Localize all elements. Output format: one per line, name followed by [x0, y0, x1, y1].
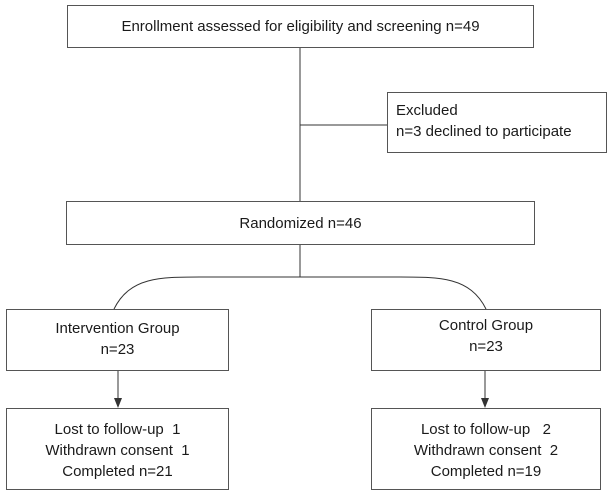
- intervention-completed: Completed n=21: [62, 463, 173, 480]
- control-title: Control Group: [438, 317, 534, 334]
- control-completed: Completed n=19: [430, 463, 542, 480]
- excluded-box: Excluded n=3 declined to participate: [387, 92, 607, 153]
- intervention-arrowhead: [114, 398, 122, 408]
- randomized-text: Randomized n=46: [239, 215, 362, 232]
- randomized-box: Randomized n=46: [66, 201, 535, 245]
- control-group-box: Control Group n=23: [371, 309, 601, 371]
- control-withdrawn: Withdrawn consent 2: [413, 442, 559, 459]
- split-arc: [113, 276, 487, 310]
- control-lost: Lost to follow-up 2: [420, 421, 552, 438]
- intervention-count: n=23: [100, 341, 135, 358]
- excluded-title: Excluded: [396, 102, 458, 119]
- intervention-outcome-box: Lost to follow-up 1 Withdrawn consent 1 …: [6, 408, 229, 490]
- control-count: n=23: [469, 338, 503, 355]
- control-outcome-box: Lost to follow-up 2 Withdrawn consent 2 …: [371, 408, 601, 490]
- intervention-title: Intervention Group: [55, 320, 180, 337]
- enrollment-text: Enrollment assessed for eligibility and …: [121, 18, 480, 35]
- excluded-detail: n=3 declined to participate: [396, 123, 572, 140]
- intervention-group-box: Intervention Group n=23: [6, 309, 229, 371]
- enrollment-box: Enrollment assessed for eligibility and …: [67, 5, 534, 48]
- control-arrowhead: [481, 398, 489, 408]
- intervention-withdrawn: Withdrawn consent 1: [45, 442, 190, 459]
- intervention-lost: Lost to follow-up 1: [54, 421, 181, 438]
